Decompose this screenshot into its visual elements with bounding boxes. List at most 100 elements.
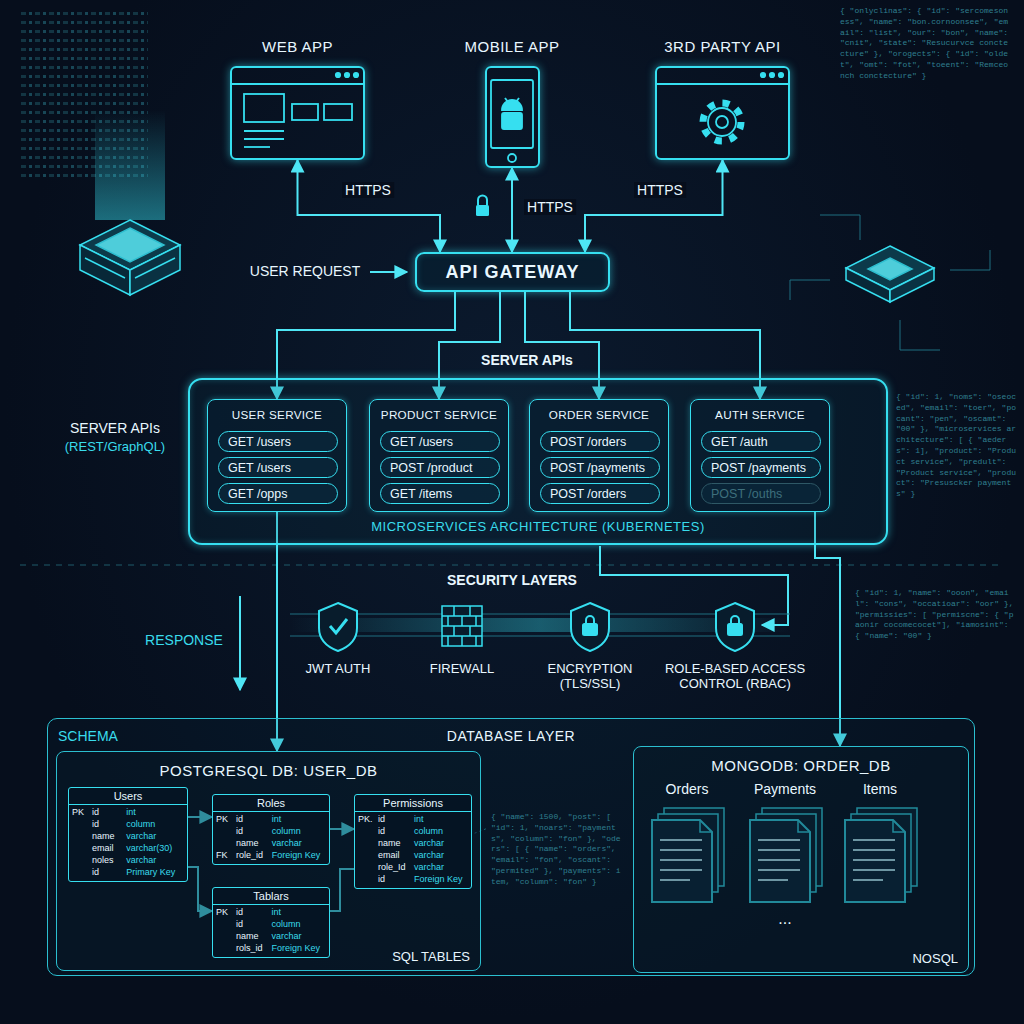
table-header: Users [69, 788, 187, 805]
endpoint-pill: GET /auth [701, 431, 821, 452]
node-title: WEB APP [225, 36, 370, 60]
table-cell: id [236, 918, 267, 930]
endpoint-pill: GET /users [380, 431, 500, 452]
table-header: Tablars [213, 888, 329, 905]
table-cell: column [271, 918, 325, 930]
section-label: SERVER APIs [467, 352, 587, 368]
edge-label: HTTPS [342, 182, 394, 198]
table-cell: id [378, 825, 410, 837]
table-cell: PK [72, 806, 88, 818]
node-title: MONGODB: ORDER_DB [644, 757, 958, 774]
node-subtitle: DATABASE LAYER [148, 728, 874, 744]
table-cell: name [236, 837, 268, 849]
collection-label: Items [840, 781, 920, 797]
table-cell: varchar(30) [126, 842, 183, 854]
sql-table: PermissionsPK.idintidcolumnnamevarcharem… [354, 794, 472, 889]
code-snippet: { "name": 1500, "post": [ "id": 1, "noar… [491, 812, 621, 888]
endpoint-text: GET /users [390, 435, 453, 449]
endpoint-text: GET /items [390, 487, 452, 501]
endpoint-text: POST /payments [550, 461, 645, 475]
security-label: ENCRYPTION (TLS/SSL) [535, 662, 645, 692]
table-cell: Foreign Key [271, 942, 325, 954]
sql-table: RolesPKidintidcolumnnamevarcharFKrole_id… [212, 794, 330, 865]
table-cell: varchar [414, 849, 467, 861]
table-cell: PK [216, 906, 232, 918]
service-box: USER SERVICEGET /usersGET /usersGET /opp… [207, 399, 347, 512]
table-cell: rols_id [236, 942, 267, 954]
section-label: SERVER APIs [50, 420, 180, 436]
section-note: (REST/GraphQL) [50, 440, 180, 455]
node-title: 3RD PARTY API [645, 36, 800, 60]
service-box: ORDER SERVICEPOST /ordersPOST /paymentsP… [529, 399, 669, 512]
table-cell: id [92, 818, 122, 830]
table-cell: role_Id [378, 861, 410, 873]
section-label: SECURITY LAYERS [427, 572, 597, 588]
table-cell: name [92, 830, 122, 842]
table-cell: id [236, 813, 268, 825]
table-cell: id [92, 806, 122, 818]
node-title: POSTGRESQL DB: USER_DB [67, 762, 470, 779]
app-frame [485, 66, 540, 168]
endpoint-pill: POST /payments [701, 457, 821, 478]
node-title: MOBILE APP [455, 36, 569, 60]
endpoint-text: POST /payments [711, 461, 806, 475]
table-cell: column [414, 825, 467, 837]
endpoint-pill: POST /orders [540, 431, 660, 452]
code-snippet: { "id": 1, "noms": "oseoced", "email": "… [896, 392, 1020, 500]
table-grid: PKidintidcolumnnamevarcharrols_idForeign… [213, 905, 329, 957]
node-title: SCHEMA [58, 728, 148, 744]
table-cell: email [92, 842, 122, 854]
node-title: MICROSERVICES ARCHITECTURE (KUBERNETES) [371, 519, 704, 534]
endpoint-text: GET /opps [228, 487, 288, 501]
sql-table: UsersPKidintidcolumnnamevarcharemailvarc… [68, 787, 188, 882]
code-snippet: { "onlyclinas": { "id": "sercomesoness",… [840, 6, 1010, 82]
table-header: Permissions [355, 795, 471, 812]
endpoint-text: POST /orders [550, 487, 626, 501]
node-subtitle: SQL TABLES [392, 949, 470, 964]
flow-label: RESPONSE [137, 632, 232, 648]
collection-label: Orders [647, 781, 727, 797]
node-title: ORDER SERVICE [530, 408, 668, 421]
table-cell: id [92, 866, 122, 878]
endpoint-pill: POST /orders [540, 483, 660, 504]
table-cell: varchar [414, 837, 467, 849]
sql-database: POSTGRESQL DB: USER_DBSQL TABLESUsersPKi… [56, 751, 481, 971]
table-cell: name [378, 837, 410, 849]
ellipsis: ... [765, 910, 805, 928]
endpoint-pill: GET /opps [218, 483, 338, 504]
nosql-database: MONGODB: ORDER_DB NOSQL [633, 746, 969, 973]
table-cell: id [378, 813, 410, 825]
node-title: AUTH SERVICE [691, 408, 829, 421]
table-cell: varchar [126, 854, 183, 866]
endpoint-text: POST /ouths [711, 487, 782, 501]
table-cell: varchar [414, 861, 467, 873]
table-cell: noles [92, 854, 122, 866]
table-cell: id [236, 825, 268, 837]
table-cell: column [126, 818, 183, 830]
client-app: 3RD PARTY API [645, 36, 800, 160]
table-cell: role_id [236, 849, 268, 861]
edge-label: HTTPS [524, 199, 576, 215]
service-box: AUTH SERVICE GET /authPOST /paymentsPOST … [690, 399, 830, 512]
node-title: API GATEWAY [445, 262, 579, 283]
endpoint-pill: GET /items [380, 483, 500, 504]
node-subtitle: NOSQL [912, 951, 958, 966]
table-grid: PKidintidcolumnnamevarcharFKrole_idForei… [213, 812, 329, 864]
table-grid: PK.idintidcolumnnamevarcharemailvarcharr… [355, 812, 471, 888]
endpoint-text: POST /product [390, 461, 472, 475]
table-cell: email [378, 849, 410, 861]
security-label: FIREWALL [412, 662, 512, 677]
table-header: Roles [213, 795, 329, 812]
code-snippet: { "id": 1, "name": "ooon", "email": "con… [855, 588, 1015, 642]
connector [511, 168, 513, 252]
table-cell: column [272, 825, 325, 837]
table-cell: id [378, 873, 410, 885]
endpoint-text: GET /auth [711, 435, 768, 449]
table-cell: int [414, 813, 467, 825]
client-app: MOBILE APP [455, 36, 569, 168]
endpoint-pill: POST /product [380, 457, 500, 478]
flow-label: USER REQUEST [240, 263, 370, 279]
app-frame [230, 66, 365, 160]
table-cell: PK. [358, 813, 374, 825]
